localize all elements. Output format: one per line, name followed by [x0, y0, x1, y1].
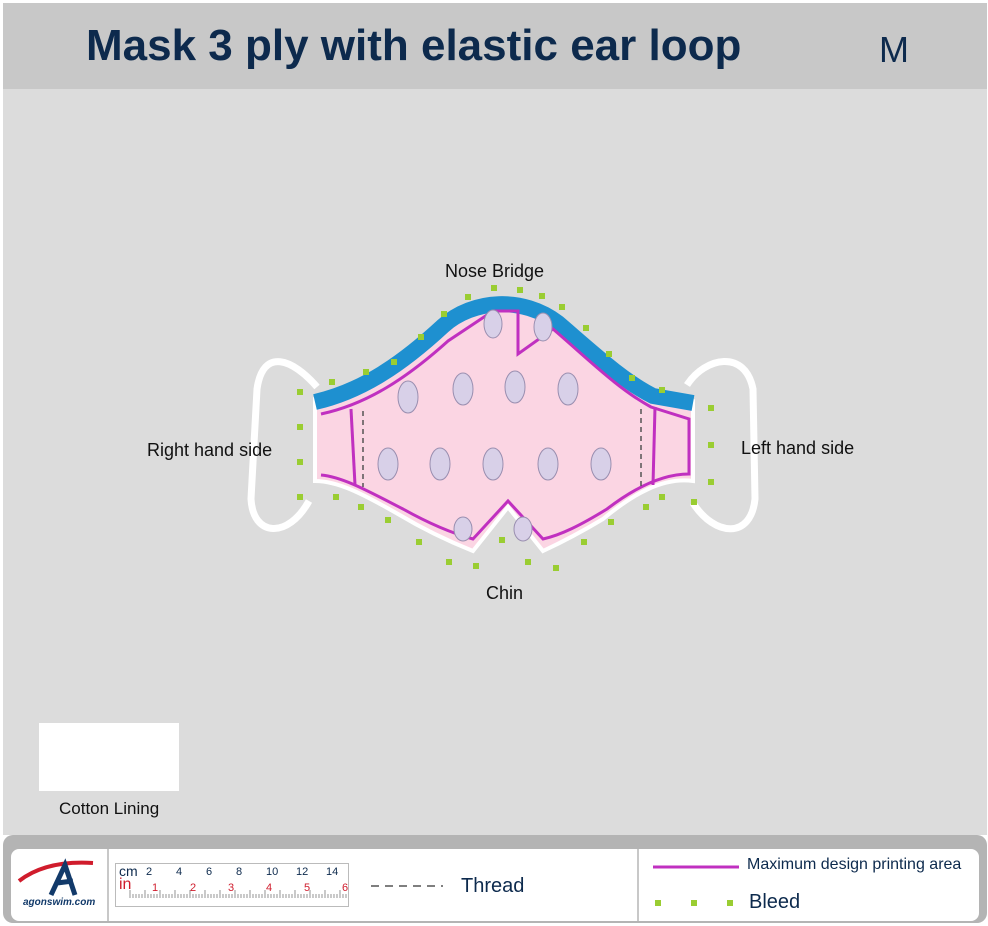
footer-divider-left [107, 849, 109, 921]
ruler-cm-tick-label: 4 [176, 866, 183, 878]
ruler-in-tick-label: 3 [228, 882, 235, 894]
max-print-side-left [349, 408, 357, 486]
ruler-in-tick-label: 6 [342, 882, 349, 894]
left-side-label: Left hand side [741, 438, 855, 458]
ruler-cm-tick-label: 8 [236, 866, 243, 878]
max-print-side-right [651, 406, 657, 486]
max-area-legend-line [653, 865, 739, 869]
header-bar: Mask 3 ply with elastic ear loop M [3, 3, 987, 89]
ruler-cm-tick-label: 14 [326, 866, 339, 878]
bleed-legend-label: Bleed [749, 891, 801, 913]
ruler-in-tick-label: 1 [152, 882, 159, 894]
max-print-area [320, 309, 691, 541]
thread-label: Thread [461, 875, 525, 897]
ruler-cm-unit: cm [119, 863, 138, 879]
ruler-in-unit: in [119, 876, 132, 893]
ruler-cm-tick-label: 12 [296, 866, 309, 878]
thread-legend-line [371, 885, 443, 887]
ruler-cm-tick-label: 10 [266, 866, 279, 878]
chin-label: Chin [486, 583, 524, 603]
cotton-lining-label: Cotton Lining [59, 799, 160, 818]
design-canvas: Nose Bridge Right hand side Left hand si… [3, 89, 987, 835]
logo-text: agonswim.com [23, 897, 96, 908]
bleed-dots [297, 285, 714, 571]
right-side-label: Right hand side [147, 440, 273, 460]
ruler-cm-tick-label: 6 [206, 866, 213, 878]
ruler-in-tick-label: 2 [190, 882, 197, 894]
nose-band [313, 296, 695, 411]
mask-body [313, 300, 695, 554]
bleed-legend-dots [655, 900, 733, 906]
size-label: M [879, 29, 909, 70]
agonswim-logo-icon [17, 858, 94, 897]
nose-bridge-label: Nose Bridge [445, 261, 545, 281]
bunny-pattern [377, 309, 612, 542]
ruler-in-tick-label: 5 [304, 882, 311, 894]
page-title: Mask 3 ply with elastic ear loop [86, 21, 742, 70]
left-ear-loop [684, 358, 759, 533]
cotton-lining-swatch [39, 723, 179, 791]
ruler-in-tick-label: 4 [266, 882, 273, 894]
footer-divider-right [637, 849, 639, 921]
right-ear-loop [247, 358, 320, 532]
max-area-legend-label: Maximum design printing area [747, 856, 962, 873]
mask-diagram [247, 285, 759, 571]
ruler-cm-tick-label: 2 [146, 866, 153, 878]
